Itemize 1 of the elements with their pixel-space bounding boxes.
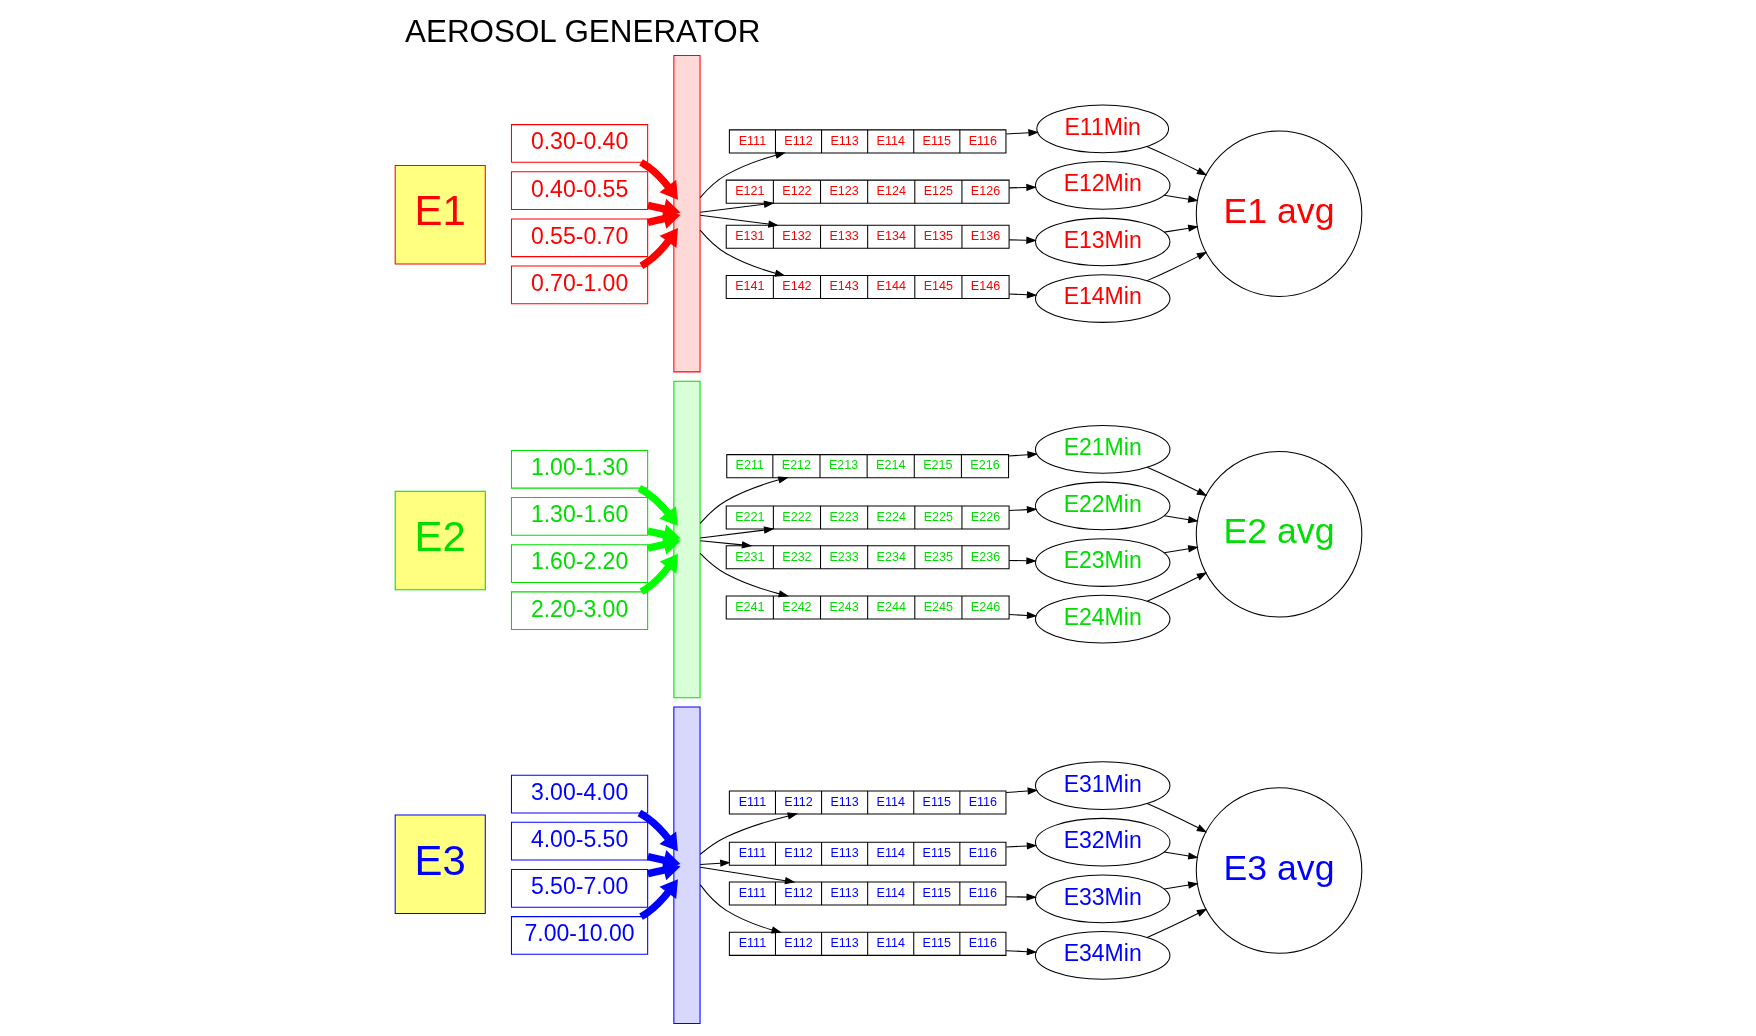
diagram-title: AEROSOL GENERATOR [404, 13, 760, 49]
